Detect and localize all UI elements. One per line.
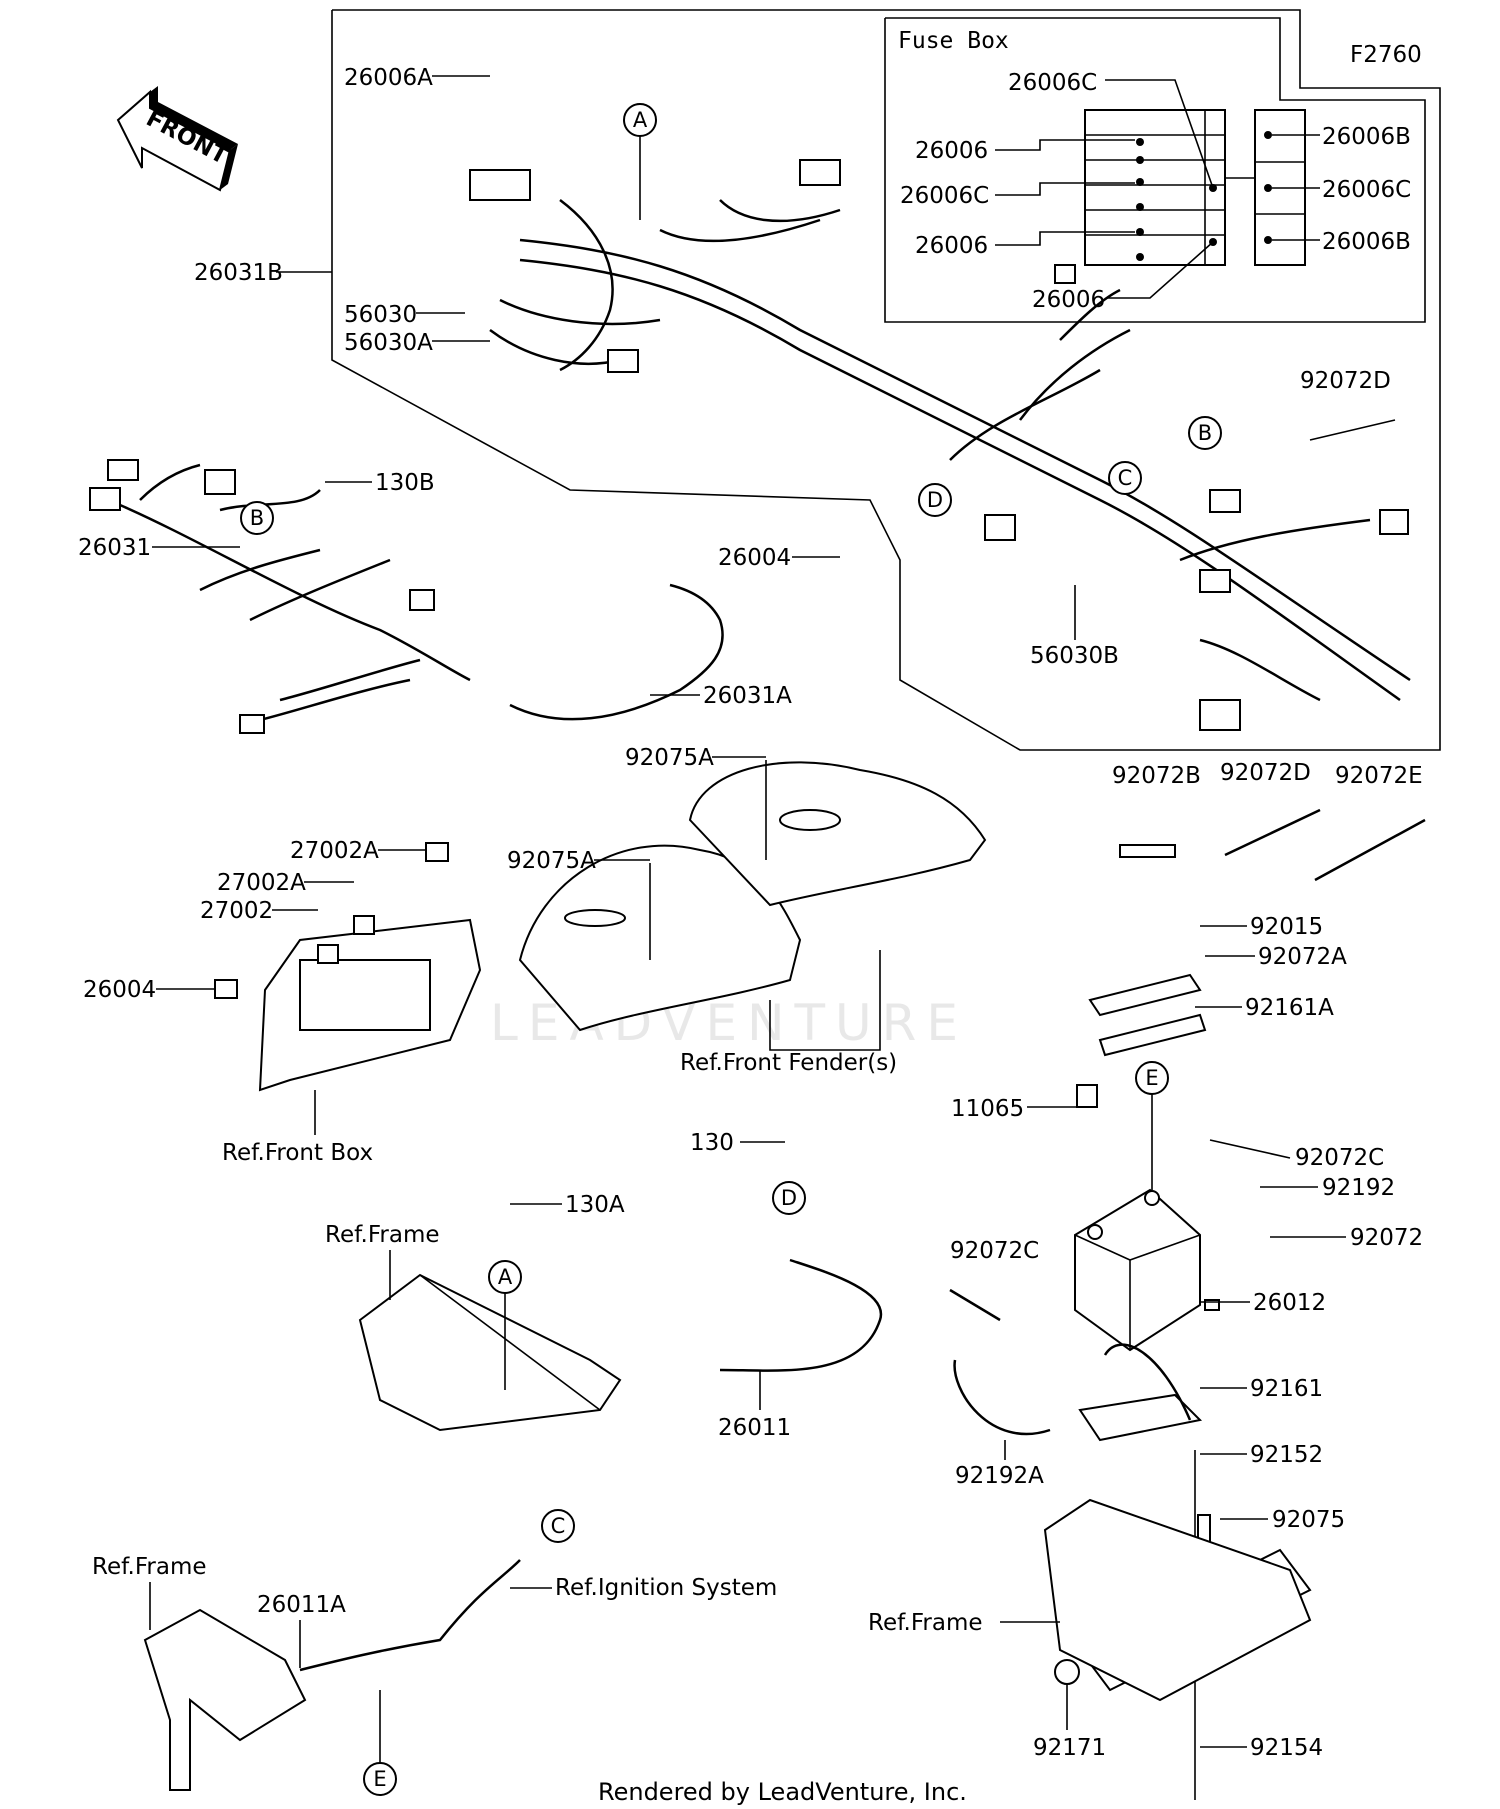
label-ref-frame-left: Ref.Frame <box>92 1554 207 1580</box>
label-26006C-fuse-mid: 26006C <box>900 183 989 209</box>
label-26031: 26031 <box>78 535 151 561</box>
label-11065: 11065 <box>951 1096 1024 1122</box>
label-130B: 130B <box>375 470 435 496</box>
label-56030: 56030 <box>344 302 417 328</box>
label-92015: 92015 <box>1250 914 1323 940</box>
label-26006-fuse-3: 26006 <box>1032 287 1105 313</box>
front-fenders <box>518 761 987 1032</box>
part-92171-icon <box>1054 1659 1080 1685</box>
callout-C-ignition: C <box>541 1509 575 1543</box>
label-92192: 92192 <box>1322 1175 1395 1201</box>
label-92161: 92161 <box>1250 1376 1323 1402</box>
label-92154: 92154 <box>1250 1735 1323 1761</box>
label-92152: 92152 <box>1250 1442 1323 1468</box>
svg-text:E: E <box>373 1767 386 1791</box>
label-26006-fuse-1: 26006 <box>915 138 988 164</box>
callout-E-ignition: E <box>363 1762 397 1796</box>
fuse-box-title: Fuse Box <box>898 28 1009 54</box>
label-26006-fuse-2: 26006 <box>915 233 988 259</box>
label-92161A: 92161A <box>1245 995 1334 1021</box>
cable-26011 <box>719 1258 883 1372</box>
label-26011A: 26011A <box>257 1592 346 1618</box>
label-92072D-mid: 92072D <box>1220 760 1311 786</box>
label-130: 130 <box>690 1130 734 1156</box>
label-92072D-top: 92072D <box>1300 368 1391 394</box>
label-27002A-2: 27002A <box>217 870 306 896</box>
label-56030A: 56030A <box>344 330 433 356</box>
label-92075: 92075 <box>1272 1507 1345 1533</box>
label-ref-frame-mid: Ref.Frame <box>325 1222 440 1248</box>
svg-text:B: B <box>250 506 264 530</box>
frame-left <box>143 1608 307 1791</box>
cable-26011A <box>299 1559 521 1672</box>
svg-text:A: A <box>498 1265 513 1289</box>
main-harness-26031B <box>469 159 1411 731</box>
label-26006B-fuse-1: 26006B <box>1322 124 1411 150</box>
callout-D-cable: D <box>772 1181 806 1215</box>
label-27002A-1: 27002A <box>290 838 379 864</box>
label-92171: 92171 <box>1033 1735 1106 1761</box>
label-26011: 26011 <box>718 1415 791 1441</box>
label-ref-ignition-system: Ref.Ignition System <box>555 1575 777 1601</box>
label-26006B-fuse-2: 26006B <box>1322 229 1411 255</box>
label-ref-front-fenders: Ref.Front Fender(s) <box>680 1050 897 1076</box>
part-92072B-icon <box>1119 844 1176 858</box>
label-ref-front-box: Ref.Front Box <box>222 1140 373 1166</box>
label-26006A: 26006A <box>344 65 433 91</box>
label-26004-left: 26004 <box>83 977 156 1003</box>
callout-D-harness: D <box>918 483 952 517</box>
label-26031B: 26031B <box>194 260 283 286</box>
label-92072C-right: 92072C <box>1295 1145 1384 1171</box>
callout-B-harness: B <box>1188 416 1222 450</box>
part-92072E-icon <box>1314 818 1426 882</box>
part-92072C-icon <box>949 1288 1001 1322</box>
sub-harness-26031 <box>89 459 471 734</box>
frame-bracket-mid <box>358 1273 622 1432</box>
label-92072B: 92072B <box>1112 763 1201 789</box>
svg-text:A: A <box>633 108 648 132</box>
svg-text:C: C <box>1118 466 1133 490</box>
callout-C-harness: C <box>1108 461 1142 495</box>
svg-text:E: E <box>1145 1066 1158 1090</box>
svg-text:D: D <box>781 1186 797 1210</box>
label-92072A: 92072A <box>1258 944 1347 970</box>
svg-text:D: D <box>927 488 943 512</box>
frame-right <box>1043 1498 1312 1702</box>
svg-text:C: C <box>551 1514 566 1538</box>
label-130A: 130A <box>565 1192 625 1218</box>
label-27002: 27002 <box>200 898 273 924</box>
label-92072: 92072 <box>1350 1225 1423 1251</box>
label-26006C-fuse-top: 26006C <box>1008 70 1097 96</box>
label-92075A-1: 92075A <box>625 745 714 771</box>
callout-E-battery: E <box>1135 1061 1169 1095</box>
callout-A-frame: A <box>488 1260 522 1294</box>
sub-harness-26031A <box>509 583 724 721</box>
label-92192A: 92192A <box>955 1463 1044 1489</box>
label-26004-top: 26004 <box>718 545 791 571</box>
diagram-code: F2760 <box>1350 42 1422 68</box>
label-92075A-2: 92075A <box>507 848 596 874</box>
svg-text:B: B <box>1198 421 1212 445</box>
part-11065-icon <box>1076 1084 1098 1108</box>
front-box <box>214 842 482 1092</box>
label-26031A: 26031A <box>703 683 792 709</box>
part-92072D-icon <box>1224 808 1321 857</box>
label-92072C-left: 92072C <box>950 1238 1039 1264</box>
label-92072E: 92072E <box>1335 763 1423 789</box>
fuse-box-frame <box>884 17 1426 323</box>
label-ref-frame-right: Ref.Frame <box>868 1610 983 1636</box>
footer-credit: Rendered by LeadVenture, Inc. <box>598 1778 967 1806</box>
callout-B-left: B <box>240 501 274 535</box>
battery-26012 <box>1074 1188 1201 1352</box>
callout-A-top: A <box>623 103 657 137</box>
front-arrow-icon <box>116 86 238 192</box>
harness-assembly-outline <box>331 9 1441 751</box>
label-26006C-fuse-right: 26006C <box>1322 177 1411 203</box>
label-26012: 26012 <box>1253 1290 1326 1316</box>
label-56030B: 56030B <box>1030 643 1119 669</box>
